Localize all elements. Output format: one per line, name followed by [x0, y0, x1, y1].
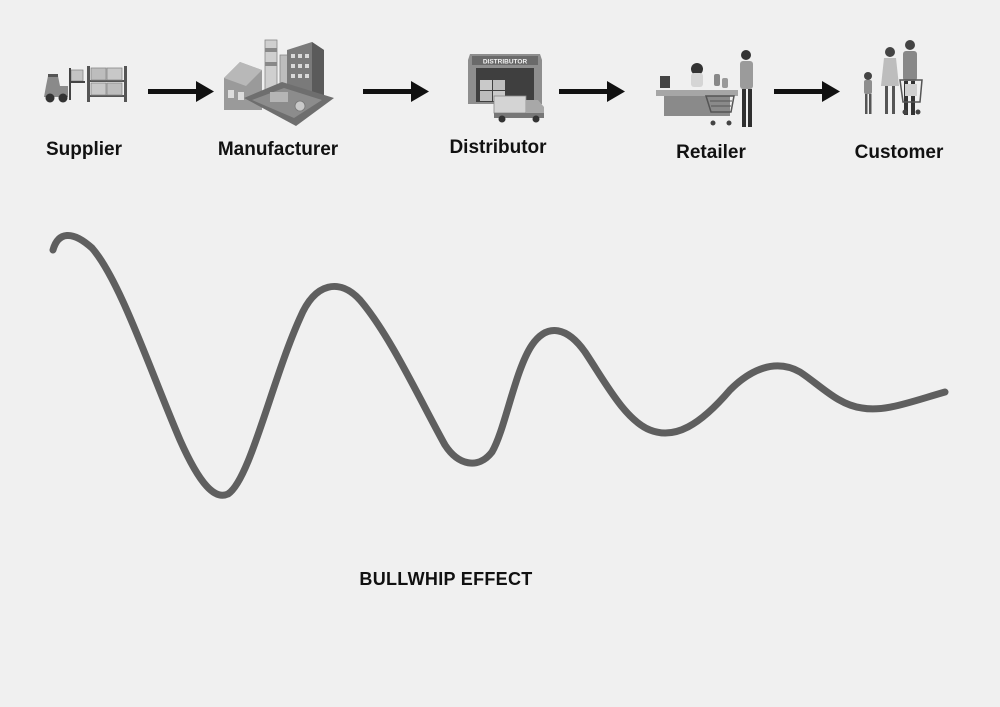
bullwhip-wave: [49, 232, 949, 499]
distribution-warehouse-truck-icon: DISTRIBUTOR: [468, 54, 544, 123]
stage-label-retailer: Retailer: [676, 142, 746, 163]
arrow-manufacturer-to-distributor: [363, 81, 429, 102]
stage-label-manufacturer: Manufacturer: [217, 139, 339, 160]
arrow-supplier-to-manufacturer: [148, 81, 214, 102]
forklift-warehouse-icon: [44, 66, 127, 103]
arrow-distributor-to-retailer: [559, 81, 625, 102]
checkout-counter-icon: [656, 50, 753, 127]
diagram-caption: BULLWHIP EFFECT: [359, 569, 533, 589]
factory-icon: [224, 39, 334, 126]
stage-label-distributor: Distributor: [449, 137, 547, 158]
distributor-sign-text: DISTRIBUTOR: [483, 59, 528, 66]
stage-label-supplier: Supplier: [45, 139, 123, 160]
arrow-retailer-to-customer: [774, 81, 840, 102]
stage-label-customer: Customer: [854, 142, 944, 163]
family-shopping-cart-icon: [864, 40, 923, 115]
